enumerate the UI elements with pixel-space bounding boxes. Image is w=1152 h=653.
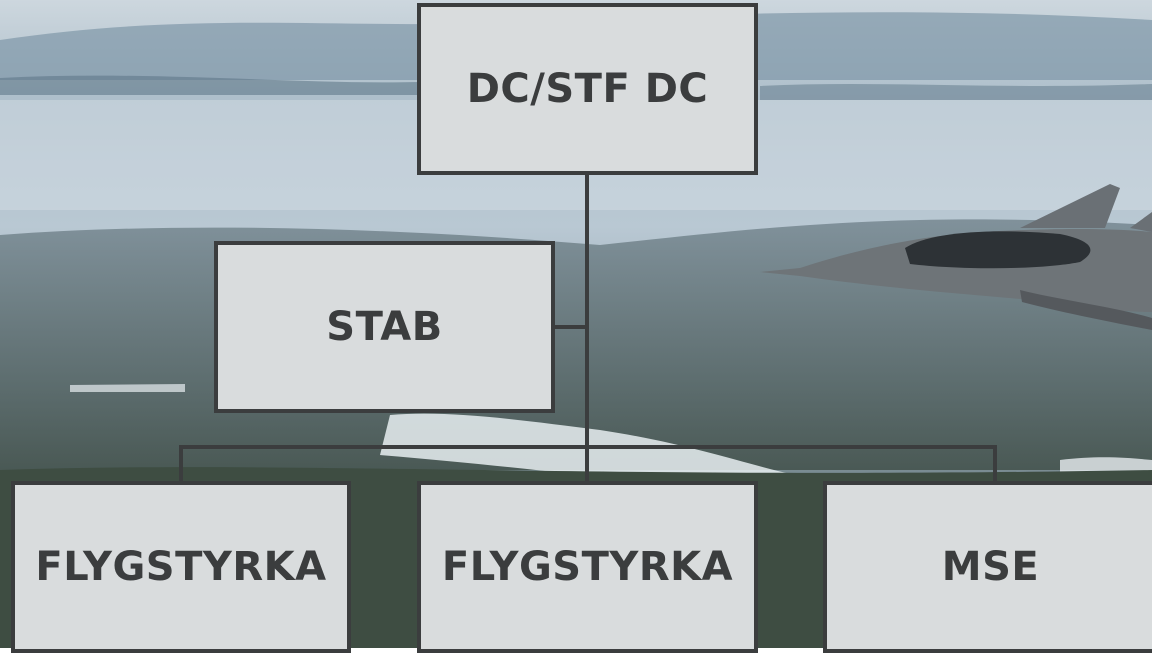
org-box-label: FLYGSTYRKA <box>35 544 327 590</box>
connector-unit-right <box>993 445 997 484</box>
org-box-staff: STAB <box>214 241 555 413</box>
connector-top-vertical <box>585 172 589 484</box>
fighter-jet-icon <box>760 184 1152 330</box>
org-box-commander: DC/STF DC <box>417 3 758 175</box>
connector-unit-left <box>179 445 183 484</box>
connector-staff-horizontal <box>552 325 587 329</box>
org-box-label: FLYGSTYRKA <box>441 544 734 590</box>
org-box-unit-1: FLYGSTYRKA <box>11 481 351 653</box>
org-box-label: MSE <box>941 544 1040 590</box>
org-box-unit-2: FLYGSTYRKA <box>417 481 758 653</box>
org-box-unit-3: MSE <box>823 481 1152 653</box>
connector-units-horizontal <box>179 445 997 449</box>
org-box-label: STAB <box>326 304 443 350</box>
org-box-label: DC/STF DC <box>466 66 709 112</box>
